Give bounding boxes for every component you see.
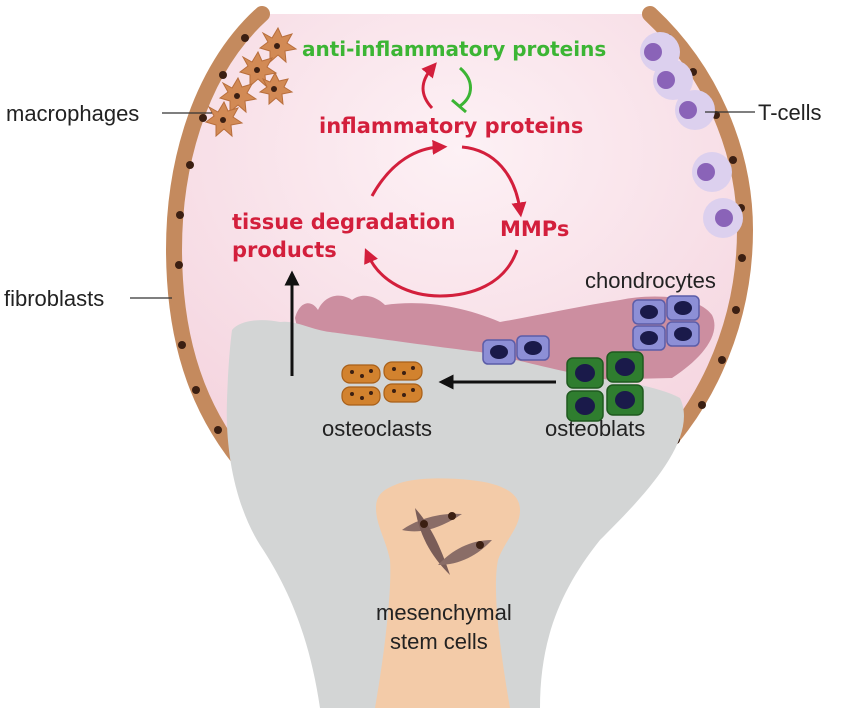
label-fibroblasts: fibroblasts bbox=[4, 286, 104, 311]
label-inflammatory: inflammatory proteins bbox=[319, 114, 583, 138]
synovium-left bbox=[166, 6, 270, 478]
label-t-cells: T-cells bbox=[758, 100, 822, 125]
chondrocytes-cluster bbox=[482, 295, 700, 365]
label-mesenchymal: mesenchymal bbox=[376, 600, 512, 625]
synovium-right bbox=[632, 6, 754, 478]
label-anti-inflammatory: anti-inflammatory proteins bbox=[302, 37, 606, 61]
label-mmps: MMPs bbox=[500, 217, 569, 241]
cycle-arrow-top bbox=[370, 139, 448, 197]
t-cells-cluster bbox=[640, 32, 743, 238]
marrow-region bbox=[375, 478, 520, 708]
osteoclasts-cluster bbox=[341, 361, 423, 406]
label-osteoclasts: osteoclasts bbox=[322, 416, 432, 441]
label-products: products bbox=[232, 238, 337, 262]
arrow-to-anti-inflammatory bbox=[421, 62, 437, 110]
label-osteoblasts: osteoblats bbox=[545, 416, 645, 441]
mesenchymal-stem-cells bbox=[402, 508, 492, 575]
fibroblast-nuclei bbox=[175, 34, 746, 444]
label-chondrocytes: chondrocytes bbox=[585, 268, 716, 293]
osteoblasts-cluster bbox=[566, 351, 644, 422]
cycle-arrow-bottom bbox=[364, 248, 519, 298]
label-tissue-degradation: tissue degradation bbox=[232, 210, 455, 234]
macrophage-nuclei bbox=[220, 43, 280, 123]
inhibition-anti-to-inflammatory bbox=[451, 66, 472, 114]
label-macrophages: macrophages bbox=[6, 101, 139, 126]
label-stem-cells: stem cells bbox=[390, 629, 488, 654]
cycle-arrow-right bbox=[461, 145, 527, 218]
